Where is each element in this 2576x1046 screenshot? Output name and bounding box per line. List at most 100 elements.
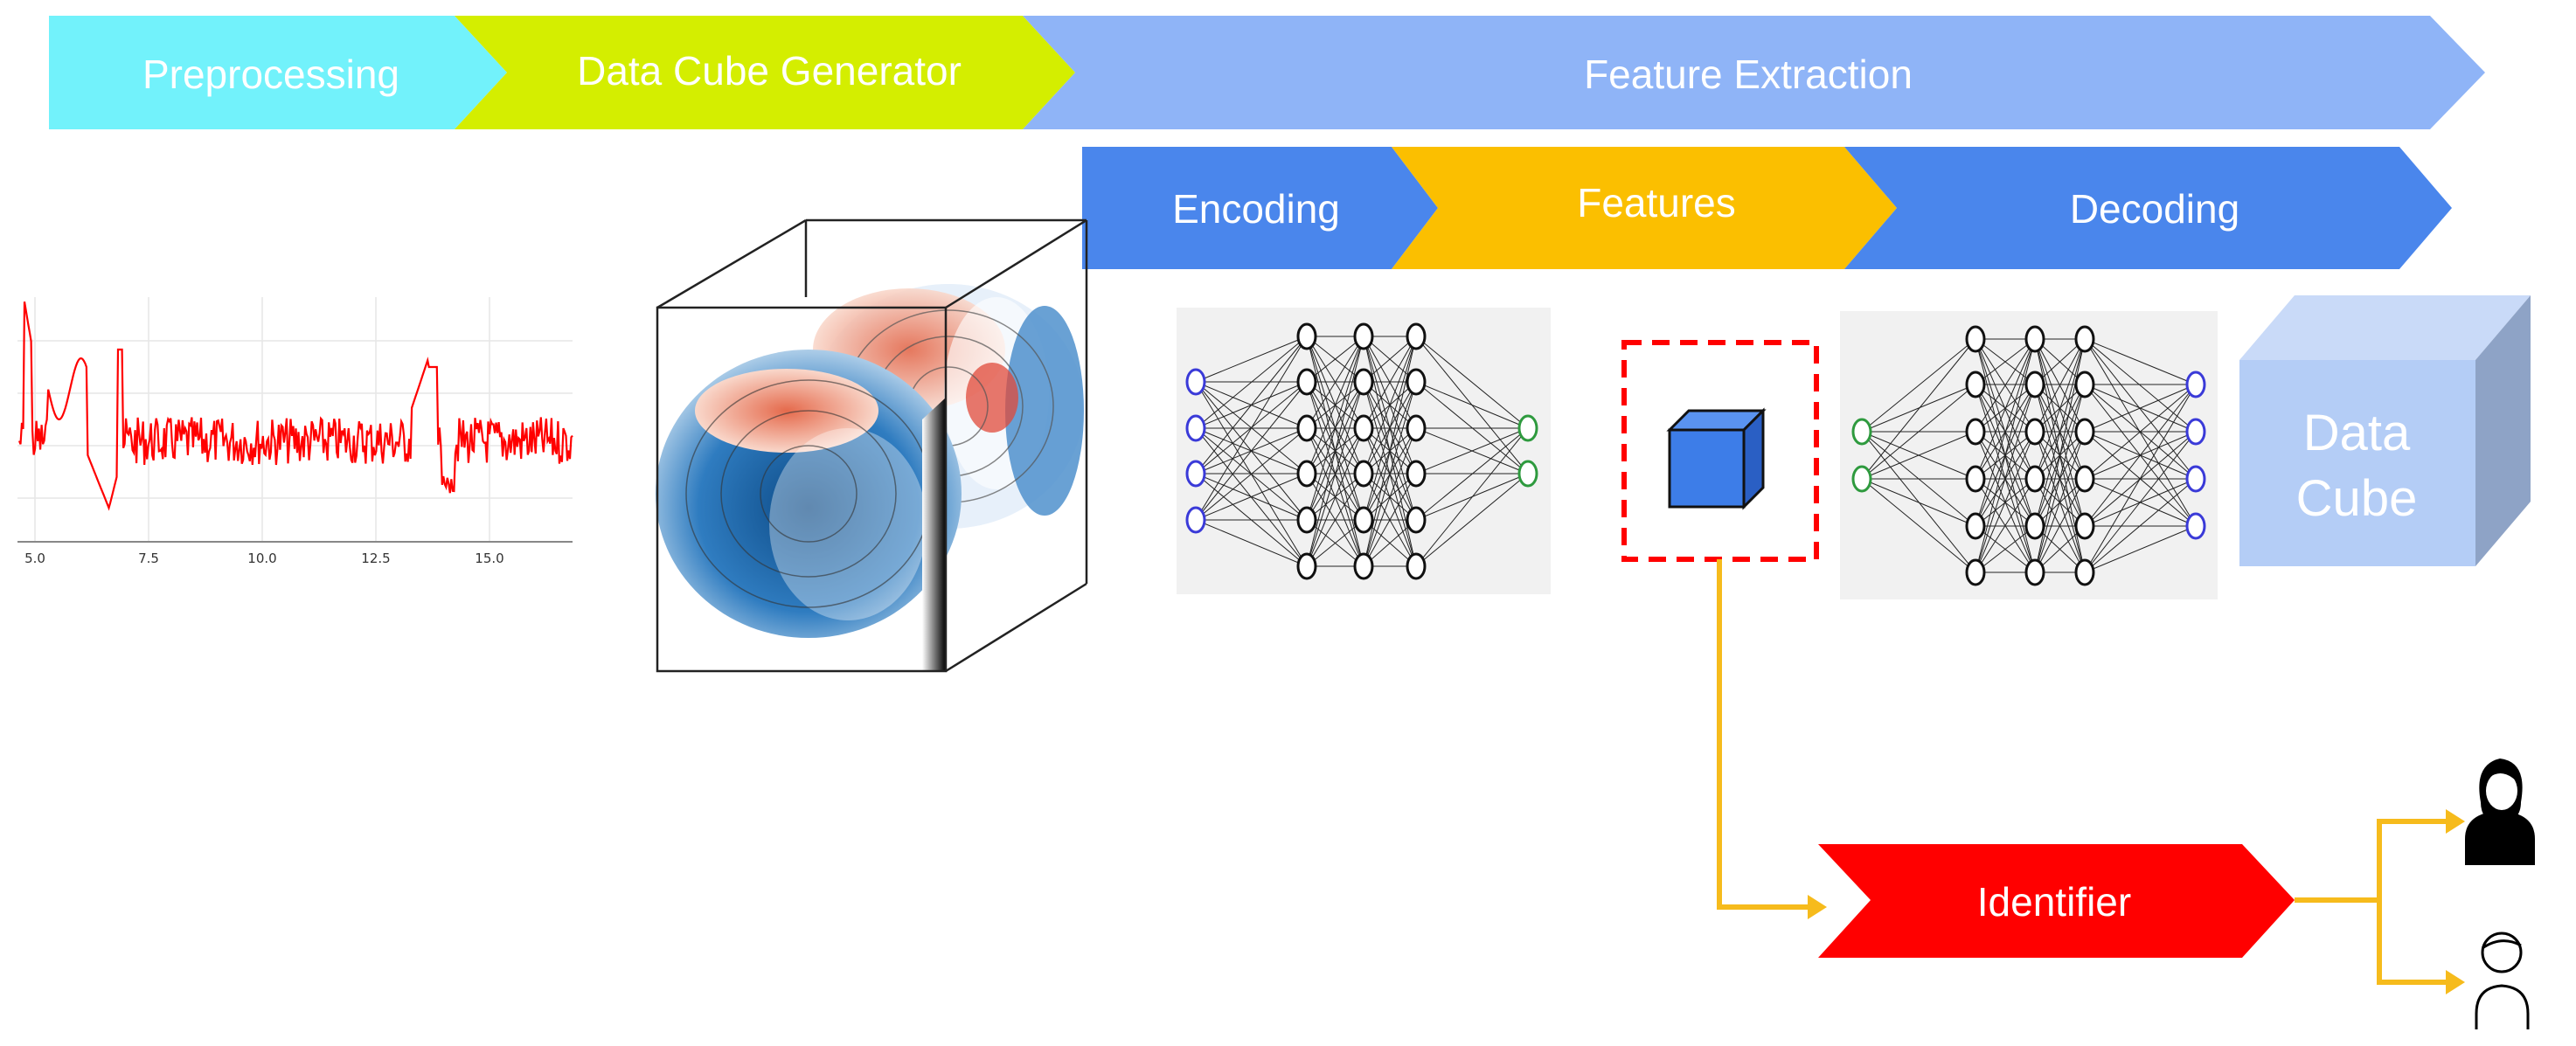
arrow-to-user-male bbox=[2377, 900, 2448, 985]
network-edge bbox=[1363, 336, 1417, 521]
network-edge bbox=[1306, 473, 1364, 567]
network-node bbox=[1965, 512, 1986, 540]
network-edge bbox=[2034, 384, 2086, 573]
network-edge bbox=[1195, 381, 1308, 521]
network-node bbox=[2185, 418, 2206, 446]
network-edge bbox=[1975, 431, 2036, 573]
network-edge bbox=[1306, 336, 1364, 521]
features-stage: Features bbox=[1392, 147, 1897, 269]
x-tick-label: 12.5 bbox=[361, 551, 390, 566]
network-edge bbox=[1306, 381, 1364, 567]
x-tick-label: 10.0 bbox=[247, 551, 276, 566]
network-edge bbox=[1975, 338, 2036, 527]
network-node bbox=[1353, 322, 1374, 350]
network-node bbox=[1353, 552, 1374, 580]
network-node bbox=[1965, 371, 1986, 398]
network-edge bbox=[2084, 384, 2197, 433]
network-edge bbox=[1861, 384, 1976, 433]
network-edge bbox=[1306, 336, 1364, 429]
network-edge bbox=[2084, 525, 2197, 573]
network-node bbox=[1296, 506, 1317, 534]
output-cube-front bbox=[2239, 360, 2475, 566]
output-cube-side bbox=[2475, 295, 2531, 566]
decoding-stage: Decoding bbox=[1844, 147, 2452, 269]
network-edge bbox=[1975, 384, 2036, 573]
feature-extraction-substages: Encoding Features Decoding bbox=[1082, 147, 2452, 269]
network-edge bbox=[1306, 336, 1364, 383]
network-edge bbox=[1363, 336, 1417, 429]
arrowhead bbox=[1808, 895, 1827, 919]
network-edge bbox=[2034, 338, 2086, 527]
user-female-icon bbox=[2465, 759, 2535, 865]
network-edge bbox=[2084, 338, 2197, 385]
network-edge bbox=[2084, 384, 2197, 480]
network-edge bbox=[1861, 338, 1976, 433]
network-node bbox=[1185, 368, 1206, 396]
data-cube-illustration bbox=[656, 218, 1088, 673]
network-node bbox=[1296, 460, 1317, 488]
network-edge bbox=[1975, 338, 2036, 480]
cube-wireframe bbox=[656, 218, 1088, 673]
network-node bbox=[2024, 465, 2045, 493]
plot-grid bbox=[17, 297, 573, 542]
network-node bbox=[1406, 506, 1427, 534]
network-node bbox=[1965, 558, 1986, 586]
output-data-cube: Data Cube bbox=[2239, 295, 2531, 566]
network-edge bbox=[1195, 336, 1308, 521]
identifier-stage: Identifier bbox=[1818, 844, 2295, 958]
network-node bbox=[1185, 506, 1206, 534]
network-edge bbox=[2084, 384, 2197, 527]
network-edge bbox=[1195, 336, 1308, 429]
network-node bbox=[1406, 322, 1427, 350]
x-tick-labels: 5.0 7.5 10.0 12.5 15.0 bbox=[24, 551, 504, 566]
network-node bbox=[2074, 371, 2095, 398]
network-node bbox=[1965, 465, 1986, 493]
network-node bbox=[1965, 325, 1986, 353]
network-edge bbox=[2034, 338, 2086, 433]
network-node bbox=[2024, 512, 2045, 540]
arrowhead bbox=[2446, 809, 2465, 834]
network-edge bbox=[1415, 336, 1529, 429]
network-edge bbox=[1861, 431, 1976, 480]
arrow-to-user-female bbox=[2377, 819, 2448, 900]
network-edge bbox=[1195, 519, 1308, 567]
decoder-nodes bbox=[1851, 325, 2206, 586]
data-cube-generator-label: Data Cube Generator bbox=[577, 48, 962, 94]
encoding-stage: Encoding bbox=[1082, 147, 1438, 269]
feature-vector-box bbox=[1621, 340, 1819, 562]
network-node bbox=[1965, 418, 1986, 446]
network-node bbox=[1353, 506, 1374, 534]
preprocessing-label: Preprocessing bbox=[142, 52, 399, 97]
pipeline-bar: Preprocessing Data Cube Generator Featur… bbox=[49, 16, 2485, 129]
topomap-back bbox=[813, 284, 1084, 529]
encoding-label: Encoding bbox=[1172, 186, 1340, 232]
eeg-trace bbox=[17, 301, 573, 511]
x-tick-label: 15.0 bbox=[475, 551, 503, 566]
network-node bbox=[1353, 460, 1374, 488]
network-edge bbox=[1861, 478, 1976, 573]
network-node bbox=[2024, 418, 2045, 446]
network-node bbox=[1851, 465, 1872, 493]
network-node bbox=[1406, 414, 1427, 442]
feature-to-identifier-arrow bbox=[1717, 559, 1809, 910]
preprocessing-stage: Preprocessing bbox=[49, 16, 507, 129]
encoder-edges bbox=[1195, 336, 1529, 567]
decoder-network bbox=[1840, 311, 2218, 599]
arrowhead bbox=[2446, 970, 2465, 994]
network-node bbox=[1296, 322, 1317, 350]
network-edge bbox=[1363, 336, 1417, 475]
network-node bbox=[2074, 465, 2095, 493]
network-edge bbox=[1861, 478, 1976, 527]
eeg-signal-plot: 5.0 7.5 10.0 12.5 15.0 bbox=[17, 297, 573, 566]
network-node bbox=[2074, 558, 2095, 586]
x-tick-label: 7.5 bbox=[138, 551, 159, 566]
network-edge bbox=[1363, 427, 1417, 567]
network-edge bbox=[1363, 519, 1417, 567]
feature-extraction-stage: Feature Extraction bbox=[1023, 16, 2485, 129]
decoder-edges bbox=[1861, 338, 2197, 573]
network-edge bbox=[1195, 473, 1308, 521]
network-edge bbox=[2084, 431, 2197, 573]
output-cube-label-line1: Data bbox=[2303, 405, 2411, 461]
network-edge bbox=[1195, 336, 1308, 383]
